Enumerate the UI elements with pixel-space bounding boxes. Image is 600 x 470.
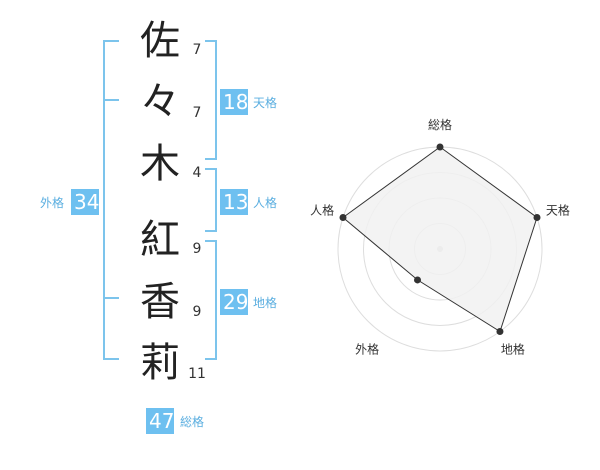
- name-char-2: 々: [140, 79, 180, 125]
- radar-polygon: [342, 146, 538, 333]
- tenkaku-value: 18: [220, 89, 248, 115]
- chikaku-value: 29: [220, 289, 248, 315]
- name-char-1: 佐: [140, 18, 180, 64]
- radar-point: [496, 328, 504, 336]
- stroke-count-3: 4: [192, 165, 202, 181]
- gaikaku-bracket: [103, 40, 119, 360]
- stroke-count-5: 9: [192, 304, 202, 320]
- stroke-count-6: 11: [188, 366, 206, 382]
- radar-axis-label: 人格: [310, 203, 334, 218]
- name-char-4: 紅: [140, 217, 180, 263]
- stroke-count-1: 7: [192, 42, 202, 58]
- soukaku-label: 総格: [180, 415, 205, 429]
- radar-point: [533, 213, 541, 221]
- chikaku-label: 地格: [253, 296, 278, 310]
- tenkaku-label: 天格: [253, 96, 278, 110]
- soukaku-value: 47: [146, 408, 174, 434]
- jinkaku-value: 13: [220, 189, 248, 215]
- radar-axis-label: 天格: [546, 203, 570, 218]
- radar-point: [339, 213, 347, 221]
- radar-point: [414, 276, 422, 284]
- name-char-5: 香: [140, 279, 180, 325]
- gaikaku-value: 34: [71, 189, 99, 215]
- bracket-tick-1: [103, 99, 119, 101]
- chikaku-bracket: [205, 240, 217, 360]
- jinkaku-bracket: [205, 168, 217, 232]
- radar-axis-label: 地格: [501, 341, 525, 356]
- gaikaku-label: 外格: [40, 196, 65, 210]
- bracket-tick-2: [103, 297, 119, 299]
- tenkaku-bracket: [205, 40, 217, 160]
- name-char-6: 莉: [140, 340, 180, 386]
- stroke-count-2: 7: [192, 105, 202, 121]
- jinkaku-label: 人格: [253, 196, 278, 210]
- stroke-count-4: 9: [192, 241, 202, 257]
- radar-axis-label: 総格: [428, 117, 452, 132]
- radar-point: [436, 143, 444, 151]
- name-char-3: 木: [140, 141, 180, 187]
- radar-axis-label: 外格: [355, 341, 379, 356]
